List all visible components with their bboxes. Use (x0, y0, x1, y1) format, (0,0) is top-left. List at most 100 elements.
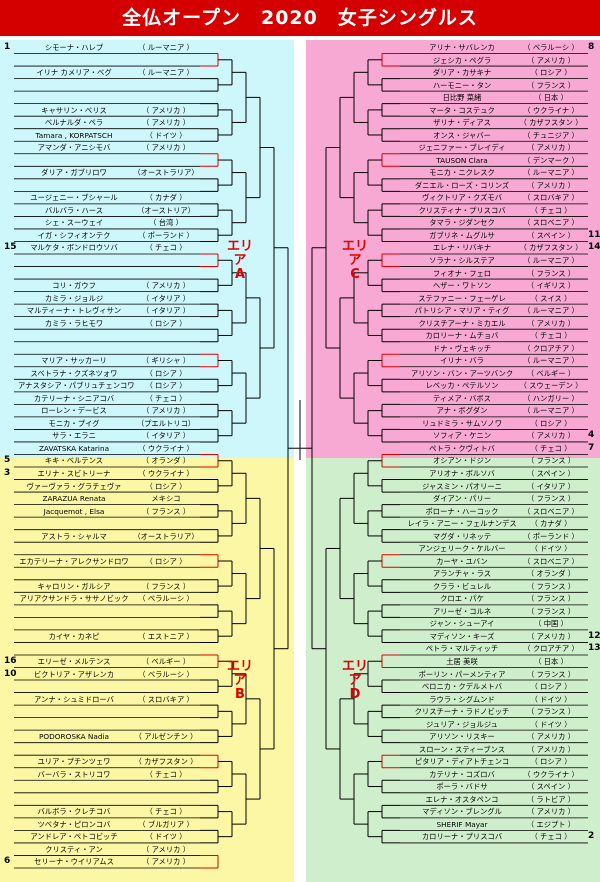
player-country: （ 台湾 ） (149, 218, 183, 228)
player-country: （ ロシア ） (145, 481, 187, 491)
left-player-row: Tamara , KORPATSCH（ ドイツ ） (0, 130, 294, 141)
player-country: （ ロシア ） (145, 318, 187, 328)
left-player-row: カテリーナ・シニアコバ（ チェコ ） (0, 393, 294, 404)
player-country: （ フランス ） (526, 707, 576, 717)
player-name: アリソン・バン・アーツバンク (410, 368, 514, 378)
player-name: アリオナ・ボルソバ (429, 469, 495, 479)
player-country: （ ロシア ） (145, 368, 187, 378)
right-player-row: カロリーナ・ムチョバ（ チェコ ） (306, 330, 600, 341)
player-name: 土居 美咲 (446, 656, 478, 666)
left-player-row: イガ・シフィオンテク（ ポーランド ） (0, 230, 294, 241)
player-country: （ スロベニア ） (523, 556, 579, 566)
player-country: （ ウクライナ ） (523, 105, 579, 115)
player-name: ソフィア・ケニン (432, 431, 492, 441)
seed-number: 14 (588, 242, 600, 253)
player-name: ヴィクトリア・クズモバ (421, 193, 503, 203)
player-name: カロリーナ・ムチョバ (425, 331, 499, 341)
seed-number: 2 (588, 831, 595, 842)
player-country: （ ロシア ） (145, 556, 187, 566)
area-b-panel (0, 458, 294, 882)
seed-number: 1 (4, 42, 11, 52)
player-name: オンス・ジャバー (433, 130, 491, 140)
player-name: エカテリーナ・アレクサンドロワ (19, 556, 129, 566)
player-country: （ ルーマニア ） (523, 306, 579, 316)
left-player-row: エカテリーナ・アレクサンドロワ （ ロシア ） (0, 556, 294, 567)
player-country: （ ポーランド ） (138, 230, 194, 240)
right-player-row: エレナ・オスタペンコ（ ラトビア ） (306, 794, 600, 805)
right-player-row: モニカ・ニクレスク（ ルーマニア ） (306, 167, 600, 178)
player-name: ポローナ・ハーコック (425, 506, 499, 516)
right-player-row: ステファニー・フェーゲレ（ スイス ） (306, 293, 600, 304)
left-player-row: シェ・スーウェイ（ 台湾 ） (0, 217, 294, 228)
left-player-row: アマンダ・アニシモバ（ アメリカ ） (0, 142, 294, 153)
seed-number: 4 (588, 430, 595, 441)
player-name: マグダ・リネッテ (432, 531, 492, 541)
player-name: ベロニカ・クデルメトバ (421, 682, 503, 692)
player-country: （ アメリカ ） (141, 118, 191, 128)
left-player-row (0, 744, 294, 755)
player-country: （ イタリア ） (141, 306, 191, 316)
player-name: スローン・スティーブンス (418, 744, 506, 754)
right-player-row: レベッカ・ペテルソン（ スウェーデン ） (306, 380, 600, 391)
player-name: カテリーナ・シニアコバ (33, 393, 115, 403)
left-player-row: キャサリン・ベリス（ アメリカ ） (0, 105, 294, 116)
player-country: （ アメリカ ） (526, 55, 576, 65)
seed-number: 13 (588, 643, 600, 654)
player-name: ユージェニー・ブシャール (30, 193, 118, 203)
right-player-row: レイラ・アニー・フェルナンデス （ カナダ ） (306, 518, 600, 529)
player-country: （ アメリカ ） (526, 807, 576, 817)
player-name: 日比野 菜緒 (442, 93, 482, 103)
player-name: レイラ・アニー・フェルナンデス (407, 519, 517, 529)
left-player-row (0, 92, 294, 103)
right-player-row: ティメア・バボス（ ハンガリー ） (306, 393, 600, 404)
player-name: リュドミラ・サムソノワ (421, 418, 503, 428)
left-player-row: モニカ・プイグ（プエルトリコ） (0, 418, 294, 429)
player-name: ティメア・バボス (433, 393, 491, 403)
player-name: カミラ・ラヒモワ (44, 318, 104, 328)
player-country: （ フランス ） (526, 606, 576, 616)
player-name: ヴァーヴァラ・グラチェヴァ (26, 481, 122, 491)
player-name: ダイアン・パリー (432, 494, 492, 504)
player-name: サラ・エラニ (52, 431, 96, 441)
right-player-row: タマラ・ジダンセク（ スロベニア ） (306, 217, 600, 228)
player-country: （ チュニジア ） (523, 130, 579, 140)
right-player-row: クリスティナ・プリスコバ（ チェコ ） (306, 205, 600, 216)
left-player-row (0, 706, 294, 717)
right-player-row: カーヤ・ユバン （ スロベニア ） (306, 556, 600, 567)
player-name: ジェシカ・ペグラ (432, 55, 492, 65)
player-name: シモーナ・ハレプ (44, 43, 104, 52)
player-country: （ フランス ） (141, 581, 191, 591)
player-name: マルティーナ・トレヴィサン (26, 306, 122, 316)
player-name: カーヤ・ユバン (436, 556, 488, 566)
area-a-panel (0, 40, 294, 458)
left-player-row (0, 719, 294, 730)
player-country: （ フランス ） (526, 494, 576, 504)
player-country: （ アメリカ ） (141, 406, 191, 416)
player-country: （ 日本 ） (534, 656, 568, 666)
player-country: （ チェコ ） (145, 807, 187, 817)
player-name: ジャン・シューアイ (429, 619, 495, 629)
player-country: （ ルーマニア ） (138, 68, 194, 78)
player-country: （ ロシア ） (145, 381, 187, 391)
left-player-row: アストラ・シャルマ（オーストラリア） (0, 531, 294, 542)
player-country: （オーストラリア） (133, 531, 199, 541)
player-country: （ ドイツ ） (145, 832, 187, 842)
right-player-row: ラウラ・シグムンド（ ドイツ ） (306, 694, 600, 705)
player-name: カテリナ・コズロバ (429, 769, 495, 779)
left-player-row (0, 180, 294, 191)
area-d-panel (306, 458, 600, 882)
player-country: （ ロシア ） (530, 418, 572, 428)
right-player-row: 4 ソフィア・ケニン （ アメリカ ） (306, 430, 600, 441)
player-country: （ カナダ ） (145, 193, 187, 203)
player-country: （ ベルギー ） (141, 656, 191, 666)
player-name: ポーラ・バドサ (436, 782, 488, 792)
player-country: （ アメリカ ） (526, 431, 576, 441)
player-name: ザリナ・ディアス (433, 118, 491, 128)
player-country: （ アメリカ ） (526, 143, 576, 153)
player-country: （ カナダ ） (530, 519, 572, 529)
player-country: （オーストラリア） (133, 168, 199, 178)
